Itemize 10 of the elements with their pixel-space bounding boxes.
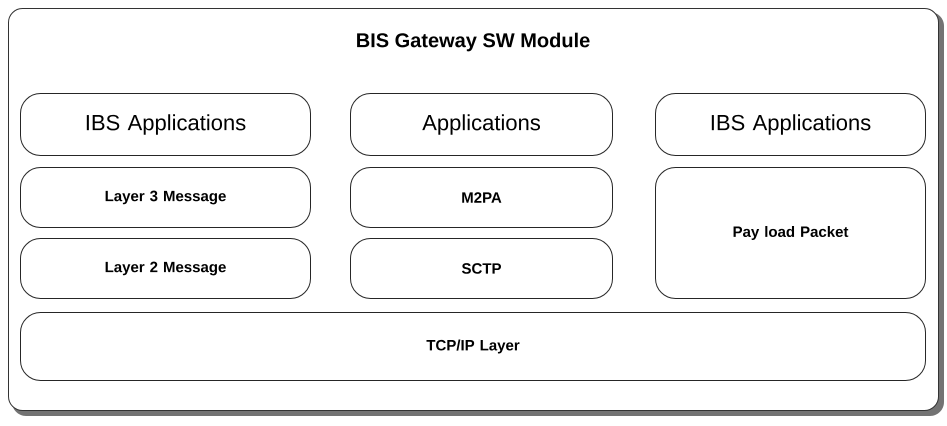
application-box: IBS Applications (20, 93, 311, 156)
layer-box: Pay load Packet (655, 167, 926, 299)
layer-box: Layer 2 Message (20, 238, 311, 299)
layer-box: Layer 3 Message (20, 167, 311, 228)
panel-title: BIS Gateway SW Module (357, 32, 590, 52)
layer-box: TCP/IP Layer (20, 312, 926, 381)
layer-box: M2PA (350, 167, 613, 228)
application-box: Applications (350, 93, 613, 156)
layer-box: SCTP (350, 238, 613, 299)
application-box: IBS Applications (655, 93, 926, 156)
